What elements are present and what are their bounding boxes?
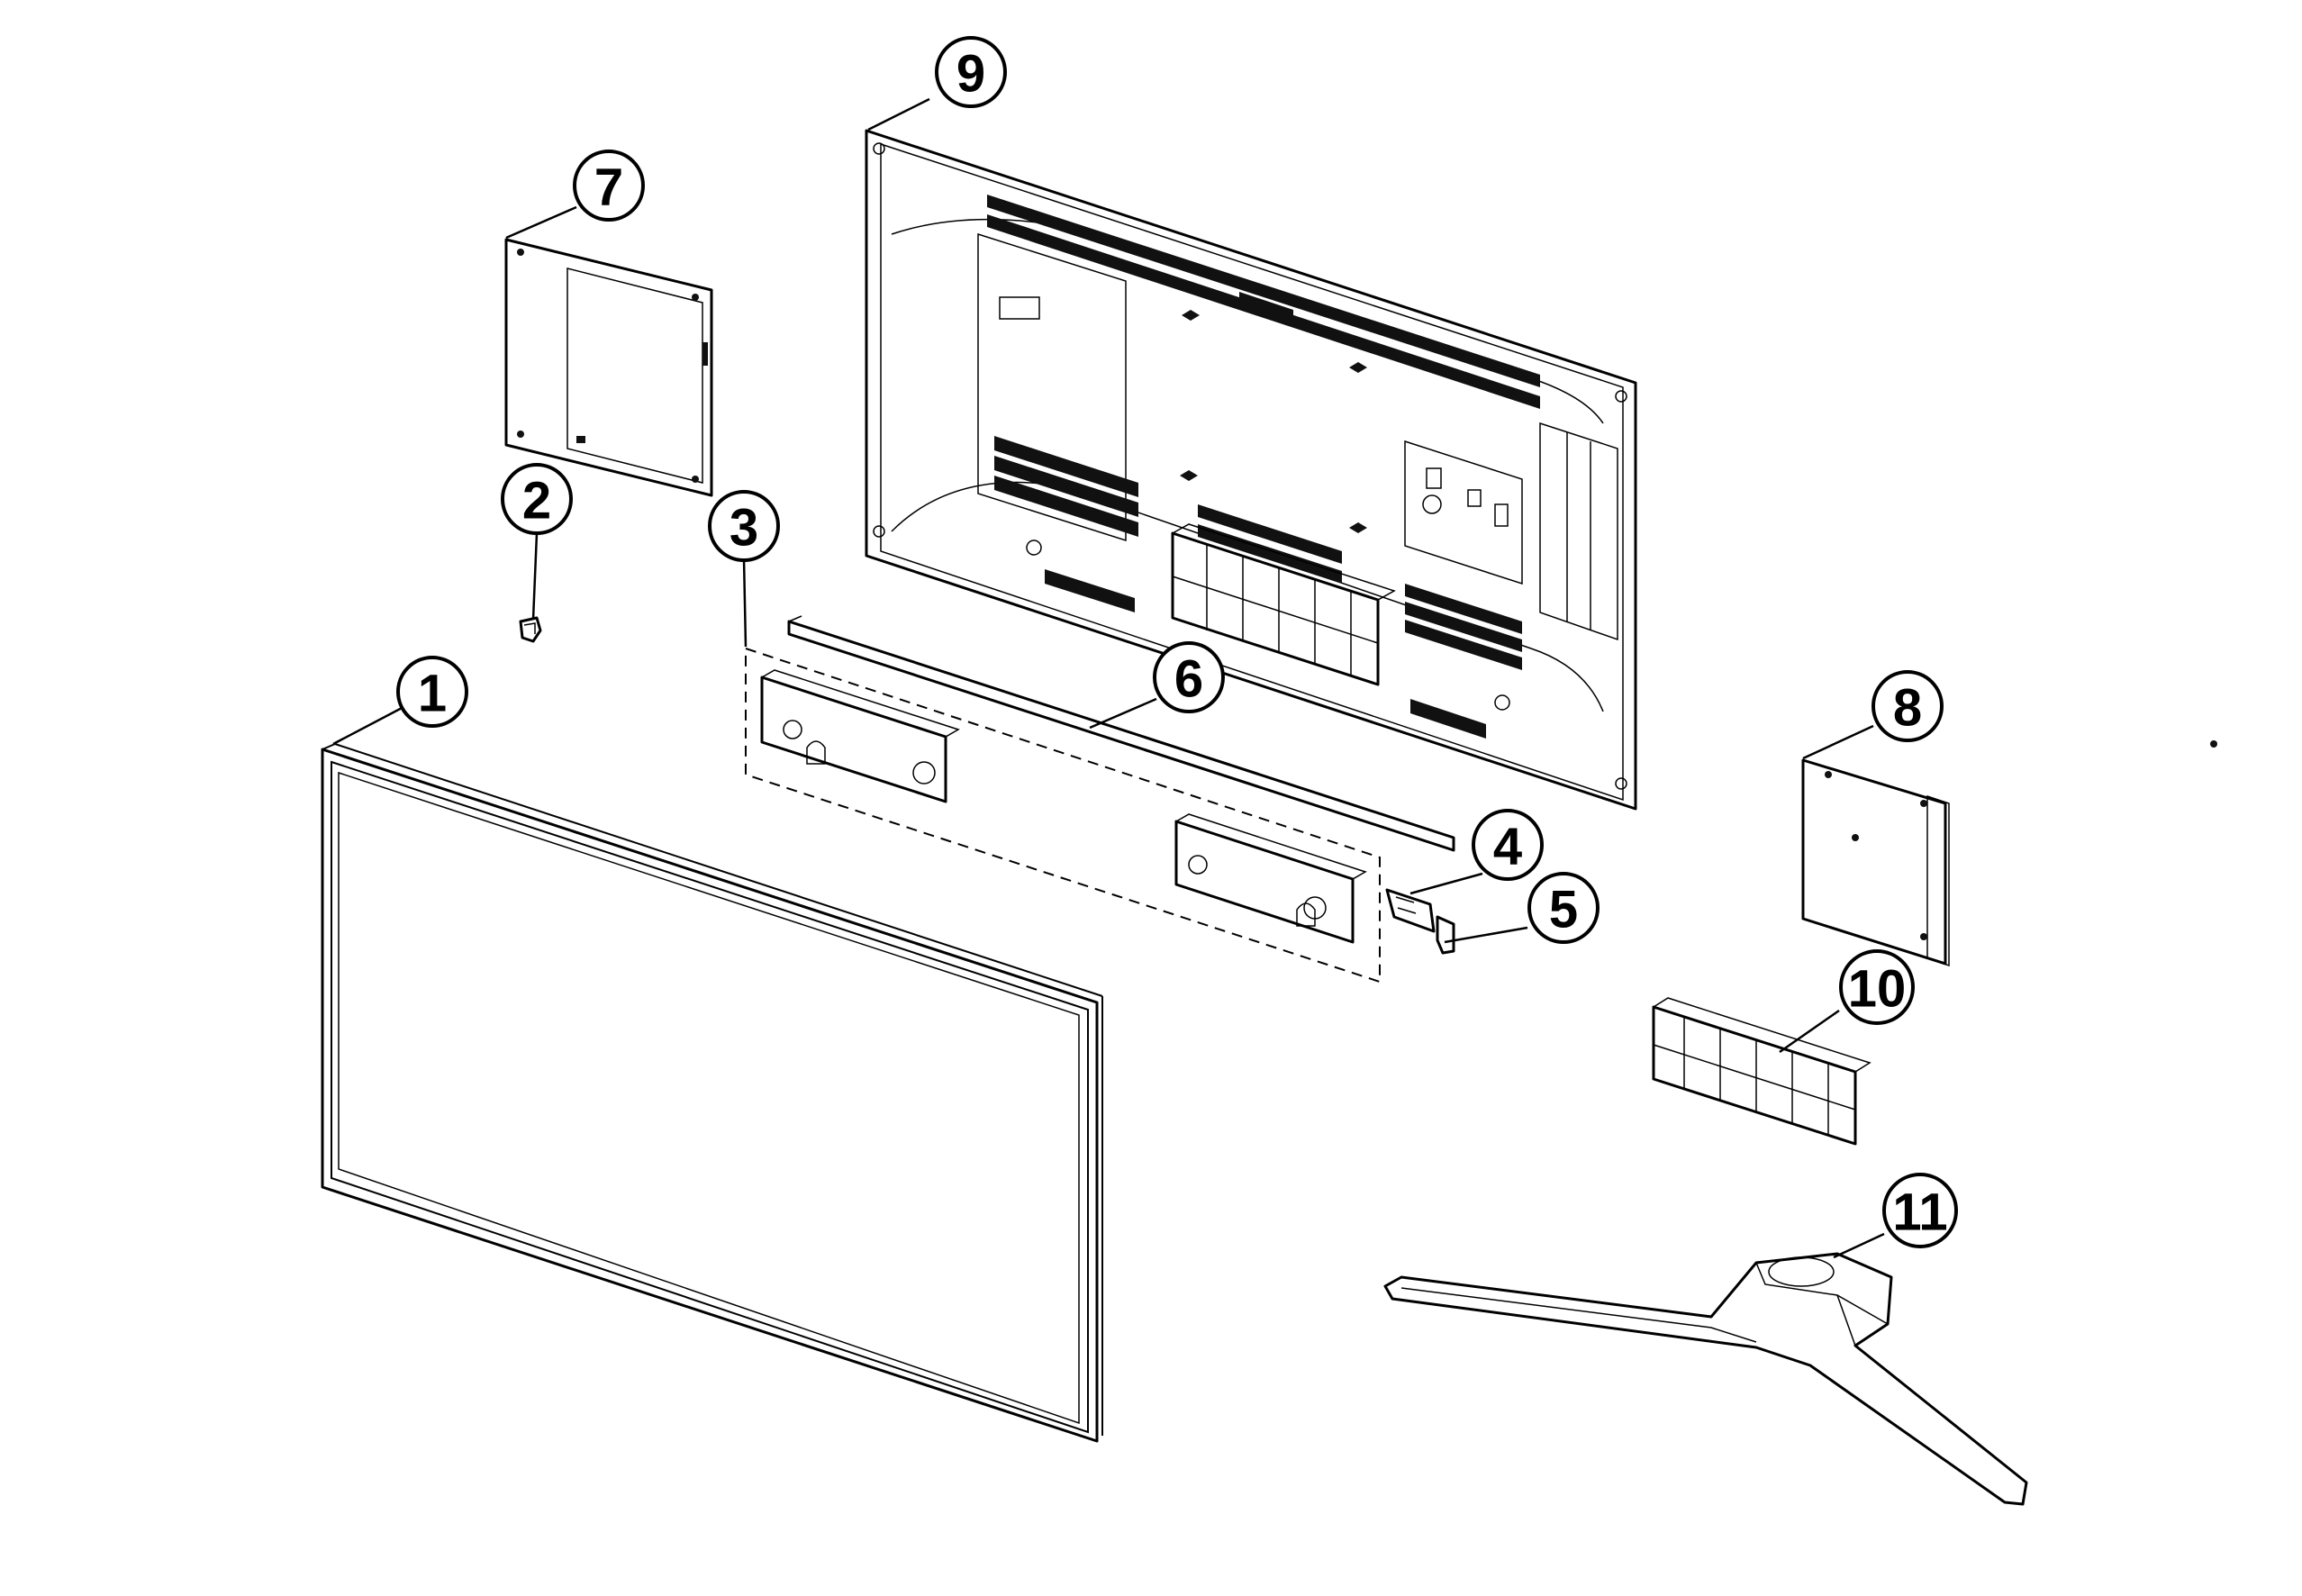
part-11-stand-base [1383, 1252, 2028, 1506]
callout-8-label: 8 [1893, 679, 1922, 738]
part-2-clip [519, 616, 542, 643]
callout-1: 1 [396, 656, 468, 728]
part-7-main-board [504, 238, 713, 497]
callout-5-label: 5 [1549, 881, 1578, 939]
callout-6-label: 6 [1174, 650, 1203, 709]
part-3-speaker-assembly [745, 615, 1455, 984]
callout-11: 11 [1882, 1173, 1958, 1248]
callout-10-label: 10 [1848, 960, 1907, 1019]
stray-mark [2210, 740, 2217, 748]
callout-2: 2 [501, 463, 573, 535]
callout-9: 9 [935, 36, 1007, 108]
vent-top [987, 195, 1540, 409]
leader-lines [332, 97, 1885, 1259]
callout-4: 4 [1472, 809, 1544, 881]
callout-10: 10 [1839, 949, 1915, 1025]
part-5-bracket [1436, 915, 1455, 955]
callout-6: 6 [1153, 641, 1225, 713]
callout-3: 3 [708, 490, 780, 562]
callout-2-label: 2 [522, 472, 551, 530]
part-9-rear-cover [865, 129, 1637, 811]
callout-7: 7 [573, 150, 645, 222]
part-6-stand-holder [1171, 523, 1396, 686]
part-8-power-board [1801, 758, 1950, 967]
callout-3-label: 3 [730, 499, 758, 558]
callout-5: 5 [1527, 872, 1600, 944]
part-10-stand-bracket [1652, 997, 1872, 1146]
callout-4-label: 4 [1493, 818, 1522, 876]
callout-8: 8 [1872, 670, 1944, 742]
part-1-front-bezel [321, 743, 1103, 1443]
callout-9-label: 9 [956, 45, 985, 104]
part-4-bracket [1385, 888, 1436, 933]
callout-11-label: 11 [1892, 1183, 1947, 1242]
callout-7-label: 7 [594, 159, 623, 217]
callout-1-label: 1 [418, 665, 447, 723]
